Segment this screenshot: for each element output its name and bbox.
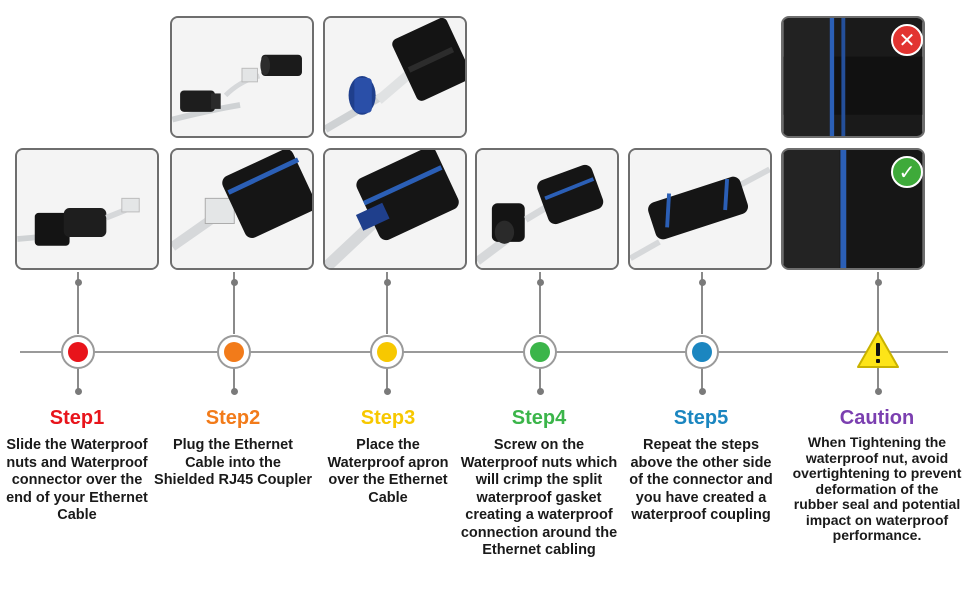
connector-dot (699, 388, 706, 395)
connector-dot (875, 388, 882, 395)
photo-step4 (475, 148, 619, 270)
timeline-node-step5 (685, 335, 719, 369)
caution-title: Caution (839, 407, 915, 429)
step5-title: Step5 (673, 407, 729, 429)
connector-step5-lower (701, 368, 703, 390)
connector-caution (877, 272, 879, 332)
photo-step3-top (323, 16, 467, 138)
step4-dot (530, 342, 550, 362)
connector-step3-lower (386, 368, 388, 390)
connector-dot (875, 279, 882, 286)
connector-caution-lower (877, 368, 879, 390)
step2-title: Step2 (205, 407, 261, 429)
check-mark-icon: ✓ (891, 156, 923, 188)
photo-step1 (15, 148, 159, 270)
connector-dot (231, 279, 238, 286)
x-mark-icon: ✕ (891, 24, 923, 56)
connector-dot (384, 388, 391, 395)
step4-title: Step4 (511, 407, 567, 429)
timeline-line (20, 351, 948, 353)
step5-column: Step5 Repeat the steps above the other s… (621, 405, 781, 525)
step5-dot (692, 342, 712, 362)
connector-step3 (386, 272, 388, 334)
step3-dot (377, 342, 397, 362)
timeline-node-step1 (61, 335, 95, 369)
step3-title: Step3 (360, 407, 416, 429)
photo-caution-top: ✕ (781, 16, 925, 138)
caution-description: When Tightening the waterproof nut, avoi… (792, 434, 962, 543)
step2-description: Plug the Ethernet Cable into the Shielde… (154, 437, 312, 488)
step2-column: Step2 Plug the Ethernet Cable into the S… (153, 405, 313, 490)
connector-dot (537, 388, 544, 395)
step3-description: Place the Waterproof apron over the Ethe… (327, 437, 449, 506)
step1-description: Slide the Waterproof nuts and Waterproof… (6, 437, 148, 523)
connector-step2 (233, 272, 235, 334)
connector-step1 (77, 272, 79, 334)
connector-dot (384, 279, 391, 286)
photo-step3 (323, 148, 467, 270)
step1-dot (68, 342, 88, 362)
caution-column: Caution When Tightening the waterproof n… (792, 405, 962, 544)
step1-column: Step1 Slide the Waterproof nuts and Wate… (0, 405, 157, 525)
photo-step5 (628, 148, 772, 270)
photo-step2-top (170, 16, 314, 138)
photo-caution: ✓ (781, 148, 925, 270)
connector-dot (75, 388, 82, 395)
connector-step2-lower (233, 368, 235, 390)
connector-step1-lower (77, 368, 79, 390)
step3-column: Step3 Place the Waterproof apron over th… (308, 405, 468, 507)
timeline-node-step4 (523, 335, 557, 369)
step5-description: Repeat the steps above the other side of… (629, 437, 773, 523)
connector-dot (231, 388, 238, 395)
photo-step2 (170, 148, 314, 270)
warning-triangle-icon (857, 331, 899, 368)
connector-dot (537, 279, 544, 286)
step4-description: Screw on the Waterproof nuts which will … (460, 437, 618, 558)
connector-dot (75, 279, 82, 286)
step4-column: Step4 Screw on the Waterproof nuts which… (459, 405, 619, 560)
step1-title: Step1 (49, 407, 105, 429)
timeline-node-step3 (370, 335, 404, 369)
timeline-node-step2 (217, 335, 251, 369)
step2-dot (224, 342, 244, 362)
connector-step5 (701, 272, 703, 334)
connector-step4 (539, 272, 541, 334)
connector-step4-lower (539, 368, 541, 390)
connector-dot (699, 279, 706, 286)
